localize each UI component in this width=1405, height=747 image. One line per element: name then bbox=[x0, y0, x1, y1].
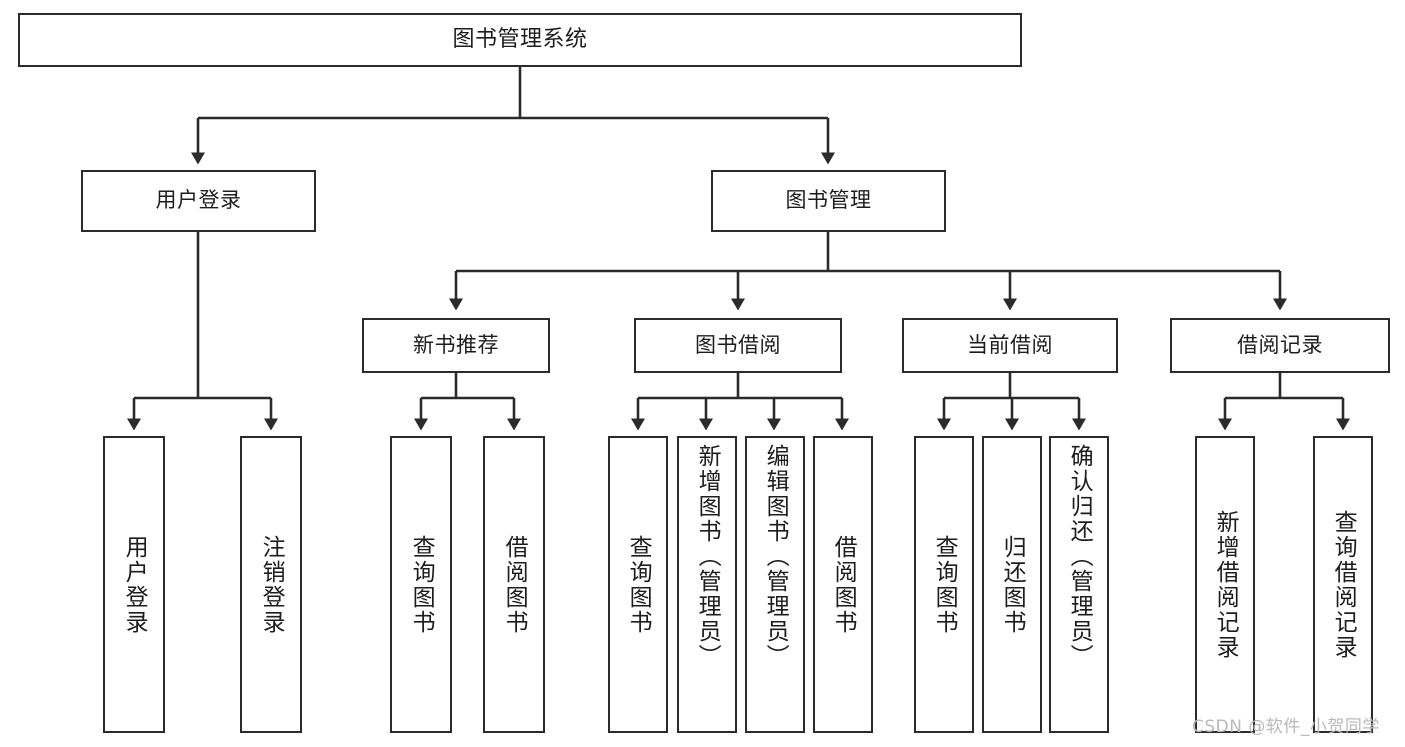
node-label: 查询借阅记录 bbox=[1330, 509, 1357, 660]
node-book-management[interactable]: 图书管理 bbox=[711, 170, 946, 232]
leaf-add-book-admin[interactable]: 新增图书（管理员） bbox=[677, 436, 737, 733]
node-label: 确认归还（管理员） bbox=[1066, 444, 1093, 669]
leaf-query-book-current[interactable]: 查询图书 bbox=[914, 436, 974, 733]
leaf-edit-book-admin[interactable]: 编辑图书（管理员） bbox=[745, 436, 805, 733]
leaf-borrow-book-borrow[interactable]: 借阅图书 bbox=[813, 436, 873, 733]
node-label: 注销登录 bbox=[258, 534, 285, 635]
node-label: 查询图书 bbox=[931, 534, 958, 635]
node-borrow-record[interactable]: 借阅记录 bbox=[1170, 318, 1390, 373]
node-label: 用户登录 bbox=[155, 188, 242, 213]
node-label: 归还图书 bbox=[999, 534, 1026, 635]
leaf-borrow-book-recommend[interactable]: 借阅图书 bbox=[483, 436, 545, 733]
leaf-add-borrow-record[interactable]: 新增借阅记录 bbox=[1195, 436, 1255, 733]
node-current-borrow[interactable]: 当前借阅 bbox=[902, 318, 1118, 373]
node-book-borrow[interactable]: 图书借阅 bbox=[634, 318, 842, 373]
node-label: 当前借阅 bbox=[967, 332, 1053, 357]
leaf-query-book-borrow[interactable]: 查询图书 bbox=[608, 436, 668, 733]
node-root-book-management-system[interactable]: 图书管理系统 bbox=[18, 13, 1022, 67]
node-label: 新增借阅记录 bbox=[1212, 509, 1239, 660]
leaf-confirm-return-admin[interactable]: 确认归还（管理员） bbox=[1049, 436, 1109, 733]
leaf-query-book-recommend[interactable]: 查询图书 bbox=[390, 436, 452, 733]
node-label: 查询图书 bbox=[408, 534, 435, 635]
node-label: 借阅图书 bbox=[501, 534, 528, 635]
node-label: 新书推荐 bbox=[413, 332, 499, 357]
csdn-watermark: CSDN @软件_小贺同学 bbox=[1192, 717, 1380, 737]
node-label: 借阅图书 bbox=[830, 534, 857, 635]
node-label: 编辑图书（管理员） bbox=[762, 444, 789, 669]
node-label: 用户登录 bbox=[121, 534, 148, 635]
node-new-book-recommend[interactable]: 新书推荐 bbox=[362, 318, 550, 373]
leaf-return-book[interactable]: 归还图书 bbox=[982, 436, 1042, 733]
node-label: 图书借阅 bbox=[695, 332, 781, 357]
node-user-login[interactable]: 用户登录 bbox=[81, 170, 316, 232]
node-label: 图书管理系统 bbox=[452, 27, 588, 53]
node-label: 借阅记录 bbox=[1237, 332, 1323, 357]
node-label: 查询图书 bbox=[625, 534, 652, 635]
node-label: 图书管理 bbox=[785, 188, 872, 213]
node-label: 新增图书（管理员） bbox=[694, 444, 721, 669]
leaf-logout[interactable]: 注销登录 bbox=[240, 436, 302, 733]
leaf-user-login[interactable]: 用户登录 bbox=[103, 436, 165, 733]
leaf-query-borrow-record[interactable]: 查询借阅记录 bbox=[1313, 436, 1373, 733]
